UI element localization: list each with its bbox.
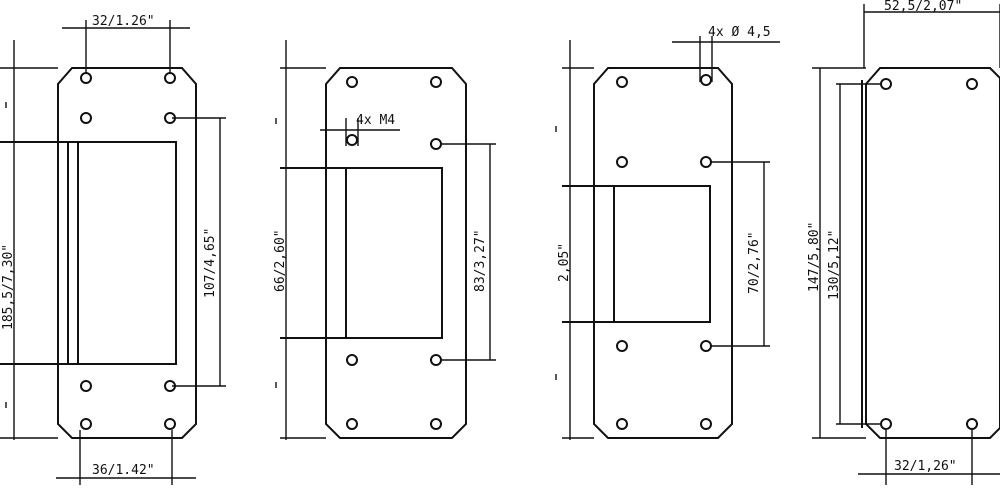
plate-3-hole xyxy=(700,418,712,430)
plate-1-top-width-label: 32/1.26" xyxy=(92,14,155,29)
plate-1-hole xyxy=(80,418,92,430)
plate-1-height-label: 185,5/7,30" xyxy=(1,244,16,330)
plate-4-hole xyxy=(880,418,892,430)
plate-3-hole xyxy=(616,340,628,352)
plate-1-hole xyxy=(164,72,176,84)
plate-2-hole xyxy=(430,354,442,366)
plate-2-outline xyxy=(325,67,467,439)
plate-2: 4x M4 66/2,60" 83/3,27" xyxy=(273,40,496,440)
plate-3-outline xyxy=(593,67,733,439)
plate-1-hole xyxy=(80,380,92,392)
plate-3-cutout xyxy=(613,185,711,323)
plate-3-hole xyxy=(700,74,712,86)
margin-ticks xyxy=(5,102,557,408)
plate-2-hole xyxy=(346,134,358,146)
plate-1-outline xyxy=(57,67,197,439)
plate-2-hole xyxy=(346,418,358,430)
plate-3-height-label: 2,05" xyxy=(557,243,572,282)
plate-4: 52,5/2,07" 32/1,26" 147/5,80" 130/5,12" xyxy=(807,0,1000,485)
plate-2-hole xyxy=(346,354,358,366)
plate-4-top-width-label: 52,5/2,07" xyxy=(884,0,962,14)
plate-4-outline xyxy=(865,67,1000,439)
plate-3-hole-label: 4x Ø 4,5 xyxy=(708,25,771,40)
plate-2-height-label: 66/2,60" xyxy=(273,229,288,292)
plate-2-spacing-label: 83/3,27" xyxy=(473,229,488,292)
plate-4-bottom-width-label: 32/1,26" xyxy=(894,459,957,474)
plate-3-hole xyxy=(616,156,628,168)
plate-2-hole xyxy=(346,76,358,88)
plate-3-hole xyxy=(616,76,628,88)
plate-1-cutout xyxy=(77,141,177,365)
plate-2-hole xyxy=(430,76,442,88)
plate-1-bottom-width-label: 36/1.42" xyxy=(92,463,155,478)
plate-2-hole xyxy=(430,418,442,430)
plate-1-hole xyxy=(164,418,176,430)
plate-3-hole xyxy=(700,340,712,352)
plate-4-hole xyxy=(880,78,892,90)
plate-3-hole xyxy=(616,418,628,430)
plate-4-hole xyxy=(966,78,978,90)
plate-4-height-label: 147/5,80" xyxy=(807,222,822,292)
plate-3-hole xyxy=(700,156,712,168)
plate-1: 32/1.26" 36/1.42" 185,5/7,30" 107/4,65" xyxy=(0,14,226,485)
plate-4-hole xyxy=(966,418,978,430)
plate-1-hole xyxy=(80,72,92,84)
plate-4-spacing-label: 130/5,12" xyxy=(827,230,842,300)
plate-1-hole xyxy=(80,112,92,124)
plate-3: 4x Ø 4,5 2,05" 70/2,76" xyxy=(557,25,780,440)
plate-2-hole xyxy=(430,138,442,150)
plate-2-cutout xyxy=(345,167,443,339)
plate-3-spacing-label: 70/2,76" xyxy=(747,231,762,294)
plate-2-thread-label: 4x M4 xyxy=(356,113,395,128)
plate-1-spacing-label: 107/4,65" xyxy=(203,228,218,298)
